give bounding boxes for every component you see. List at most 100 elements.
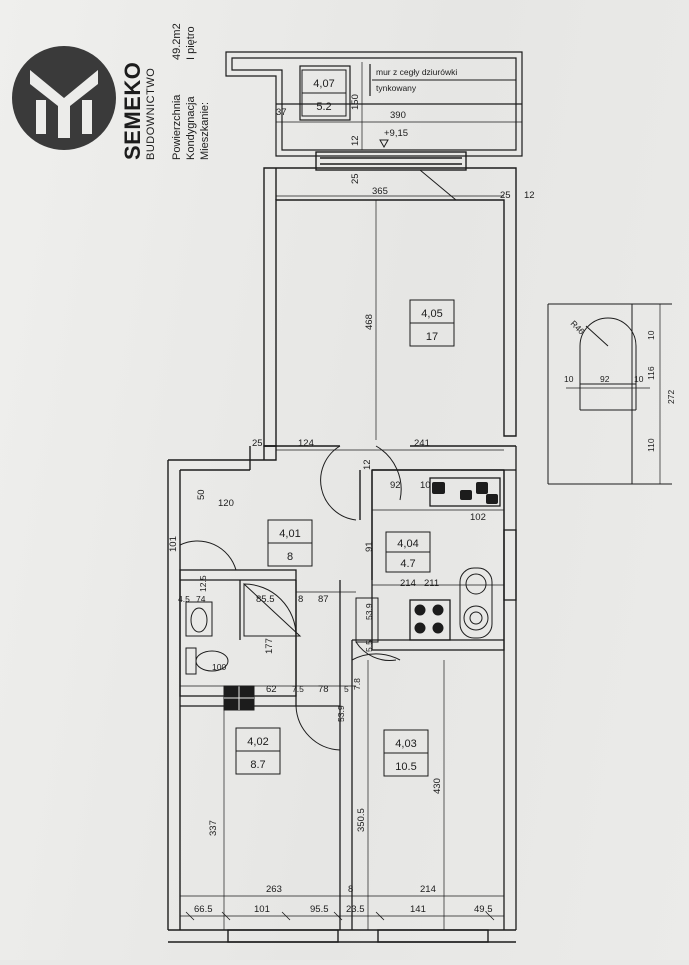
dim-12-right: 12 xyxy=(524,190,535,201)
detail-span: 92 xyxy=(600,374,610,384)
dim-78: 78 xyxy=(318,684,329,695)
dim-468: 468 xyxy=(364,314,375,330)
dim-120: 120 xyxy=(218,498,234,509)
wall-material-note-2: tynkowany xyxy=(376,83,417,93)
dim-101-bottom: 101 xyxy=(254,904,270,915)
dim-87: 87 xyxy=(318,594,329,605)
hall-door-arc xyxy=(179,540,237,571)
dim-25-right: 25 xyxy=(500,190,511,201)
hob-top xyxy=(432,482,498,504)
dim-150: 150 xyxy=(350,94,361,110)
dim-390: 390 xyxy=(390,110,406,121)
dim-5: 5 xyxy=(344,684,349,694)
header-field-area: Powierzchnia 49.2m2 xyxy=(171,23,183,160)
dim-365: 365 xyxy=(372,186,388,197)
dim-430: 430 xyxy=(432,778,443,794)
detail-height-total: 272 xyxy=(666,390,676,404)
field-value-area: 49.2m2 xyxy=(171,23,183,60)
room-id: 4,07 xyxy=(313,78,334,90)
brand-name: SEMEKO xyxy=(120,62,145,160)
field-label-area: Powierzchnia xyxy=(171,94,183,160)
detail-side-right: 10 xyxy=(634,374,644,384)
dim-closet-5-5: 5.5 xyxy=(364,640,374,652)
bottom-dim-ticks xyxy=(185,911,495,921)
dim-50: 50 xyxy=(196,489,207,500)
dim-23-5: 23.5 xyxy=(346,904,365,915)
detail-height-lower: 110 xyxy=(646,438,656,452)
dim-92: 92 xyxy=(390,480,401,491)
room-id: 4,04 xyxy=(397,538,418,550)
room-4-01: 4,01 8 xyxy=(267,519,313,567)
dim-8-bath: 8 xyxy=(298,594,303,605)
dim-4-5: 4.5 xyxy=(178,594,190,604)
kitchen-door-arc xyxy=(375,445,402,501)
dim-85-5: 85.5 xyxy=(256,594,275,605)
dim-25-mid: 25 xyxy=(252,438,263,449)
room-4-02: 4,02 8.7 xyxy=(235,727,281,775)
dim-101-hall: 101 xyxy=(168,536,179,552)
bedroom-walls xyxy=(168,929,516,943)
dim-door-53-9: 53.9 xyxy=(336,705,346,722)
dim-95-5: 95.5 xyxy=(310,904,329,915)
field-value-floor: I piętro xyxy=(185,26,197,60)
detail-top: 10 xyxy=(646,330,656,340)
room-id: 4,01 xyxy=(279,528,300,540)
room-4-03: 4,03 10.5 xyxy=(383,729,429,777)
dim-337: 337 xyxy=(208,820,219,836)
detail-radius: R46 xyxy=(569,318,587,336)
closet-outline xyxy=(355,597,379,643)
balcony-door-swing xyxy=(419,169,457,201)
kitchen-door-arc-2 xyxy=(320,445,357,521)
dim-141: 141 xyxy=(410,904,426,915)
dim-49-5: 49.5 xyxy=(474,904,493,915)
bedroom2-door-arc xyxy=(351,653,401,661)
shower-tray xyxy=(243,582,302,637)
dim-kitchen-12: 12 xyxy=(362,459,373,470)
room-id: 4,03 xyxy=(395,738,416,750)
detail-height-upper: 116 xyxy=(646,366,656,380)
dim-7-5: 7.5 xyxy=(292,684,304,694)
hall-walls xyxy=(167,445,516,930)
dim-7-8: 7.8 xyxy=(352,678,362,690)
bedroom1-door-arc xyxy=(295,705,341,751)
dim-10: 10 xyxy=(420,480,431,491)
dim-350-5: 350.5 xyxy=(356,808,367,832)
elevation-mark: +9,15 xyxy=(384,128,408,139)
dim-124: 124 xyxy=(298,438,314,449)
dim-211: 211 xyxy=(424,578,439,589)
dim-241: 241 xyxy=(414,438,430,449)
detail-side-left: 10 xyxy=(564,374,574,384)
room-area: 5.2 xyxy=(316,101,331,113)
brand-subtitle: BUDOWNICTWO xyxy=(145,68,157,160)
field-label-unit: Mieszkanie: xyxy=(199,102,211,160)
room-area: 17 xyxy=(426,331,438,343)
dim-100: 100 xyxy=(212,662,226,672)
room-id: 4,05 xyxy=(421,308,442,320)
room-4-07: 4,07 5.2 xyxy=(301,69,347,117)
dim-91: 91 xyxy=(364,541,375,552)
arch-detail xyxy=(547,303,672,485)
dim-66-5: 66.5 xyxy=(194,904,213,915)
dim-214-bottom: 214 xyxy=(420,884,436,895)
dim-12-top: 12 xyxy=(350,135,361,146)
dim-8-bottom: 8 xyxy=(348,884,353,895)
dim-closet-53-9: 53.9 xyxy=(364,603,374,620)
closet-door-arc xyxy=(355,641,397,661)
dim-263: 263 xyxy=(266,884,282,895)
wall-material-note: mur z cegły dziurówki xyxy=(376,67,457,77)
room-area: 8 xyxy=(287,551,293,563)
room-area: 8.7 xyxy=(250,759,265,771)
field-label-floor: Kondygnacja xyxy=(185,96,197,160)
sink-icon xyxy=(459,567,493,639)
kitchen-walls xyxy=(371,446,517,930)
header-field-floor: Kondygnacja I piętro xyxy=(185,26,197,160)
shower-arc xyxy=(243,583,297,637)
dim-214-kitchen: 214 xyxy=(400,578,416,589)
dim-12-5: 12.5 xyxy=(198,575,208,592)
dim-74: 74 xyxy=(196,594,206,604)
washbasin-icon xyxy=(185,601,213,637)
room-area: 4.7 xyxy=(400,558,415,570)
semeko-logo xyxy=(12,46,116,150)
